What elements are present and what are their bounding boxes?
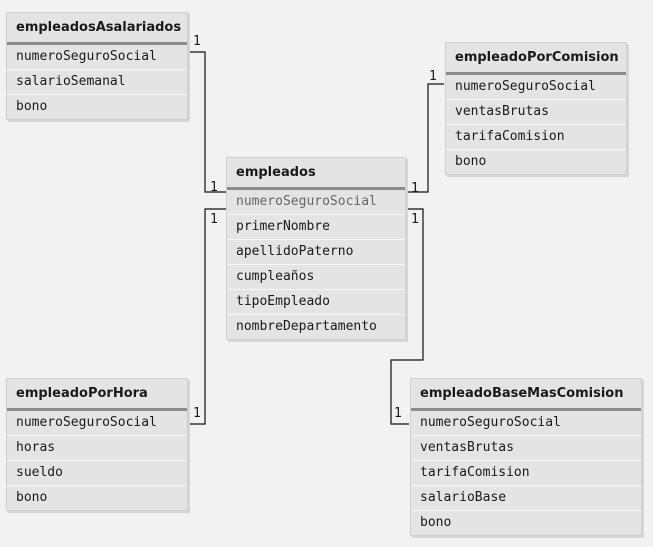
cardinality-label: 1 xyxy=(429,69,437,84)
field-row: numeroSeguroSocial xyxy=(446,75,626,100)
field-row: numeroSeguroSocial xyxy=(411,411,641,436)
field-row: salarioBase xyxy=(411,486,641,511)
cardinality-label: 1 xyxy=(210,212,218,227)
field-row: bono xyxy=(420,515,452,530)
link-hora-empleados xyxy=(188,208,226,425)
field-row: ventasBrutas xyxy=(411,436,641,461)
table-title: empleadosAsalariados xyxy=(7,13,187,45)
field-row: horas xyxy=(7,436,187,461)
field-row: tarifaComision xyxy=(446,125,626,150)
cardinality-label: 1 xyxy=(193,406,201,421)
cardinality-label: 1 xyxy=(210,180,218,195)
link-asalariados-empleados xyxy=(188,51,226,193)
field-row: tarifaComision xyxy=(411,461,641,486)
table-empleados: empleados numeroSeguroSocial primerNombr… xyxy=(226,157,406,340)
field-row: bono xyxy=(455,154,487,169)
field-row: numeroSeguroSocial xyxy=(7,411,187,436)
table-title: empleados xyxy=(227,158,405,190)
table-title: empleadoPorComision xyxy=(446,43,626,75)
field-row: cumpleaños xyxy=(227,265,405,290)
field-row: ventasBrutas xyxy=(446,100,626,125)
table-title: empleadoPorHora xyxy=(7,379,187,411)
table-empleado-por-comision: empleadoPorComision numeroSeguroSocial v… xyxy=(445,42,627,175)
field-row: bono xyxy=(16,490,48,505)
field-row: salarioSemanal xyxy=(7,70,187,95)
link-comision-empleados xyxy=(405,83,444,193)
link-basemas-empleados xyxy=(390,208,424,425)
table-title: empleadoBaseMasComision xyxy=(411,379,641,411)
cardinality-label: 1 xyxy=(394,406,402,421)
field-row: sueldo xyxy=(7,461,187,486)
field-row: primerNombre xyxy=(227,215,405,240)
field-row: nombreDepartamento xyxy=(236,319,377,334)
cardinality-label: 1 xyxy=(411,181,419,196)
field-row: tipoEmpleado xyxy=(227,290,405,315)
field-row: numeroSeguroSocial xyxy=(7,45,187,70)
field-row: bono xyxy=(16,99,48,114)
table-empleados-asalariados: empleadosAsalariados numeroSeguroSocial … xyxy=(6,12,188,120)
cardinality-label: 1 xyxy=(193,34,201,49)
field-row-primary-key: numeroSeguroSocial xyxy=(227,190,405,215)
field-row: apellidoPaterno xyxy=(227,240,405,265)
cardinality-label: 1 xyxy=(411,212,419,227)
table-empleado-base-mas-comision: empleadoBaseMasComision numeroSeguroSoci… xyxy=(410,378,642,536)
table-empleado-por-hora: empleadoPorHora numeroSeguroSocial horas… xyxy=(6,378,188,511)
